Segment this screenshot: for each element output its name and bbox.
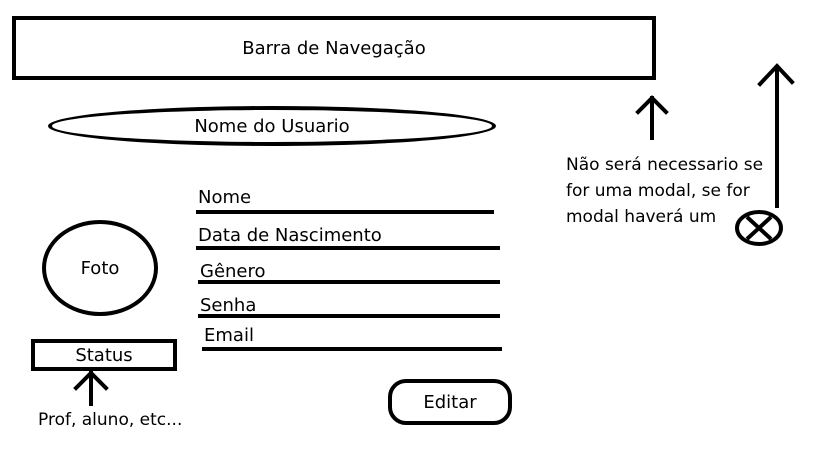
status-hint: Prof, aluno, etc... (38, 410, 183, 430)
field-input-data-nascimento[interactable] (196, 246, 500, 250)
status-badge: Status (31, 339, 177, 371)
navigation-bar-label: Barra de Navegação (242, 37, 426, 59)
field-input-nome[interactable] (196, 210, 494, 214)
close-icon[interactable] (734, 207, 784, 247)
arrow-up-icon (757, 63, 795, 208)
navigation-bar[interactable]: Barra de Navegação (12, 16, 656, 80)
field-label-senha: Senha (200, 295, 257, 316)
field-label-email: Email (204, 325, 254, 346)
edit-button[interactable]: Editar (388, 379, 512, 425)
modal-note-line-2: for uma modal, se for (566, 181, 750, 201)
field-label-genero: Gênero (200, 261, 266, 282)
arrow-up-icon (635, 95, 669, 140)
field-label-nome: Nome (198, 187, 252, 208)
profile-photo[interactable]: Foto (42, 220, 158, 316)
username-banner: Nome do Usuario (48, 106, 496, 146)
edit-button-label: Editar (423, 391, 477, 413)
status-label: Status (75, 344, 133, 366)
modal-note-line-3: modal haverá um (566, 207, 717, 227)
arrow-up-icon (73, 370, 109, 406)
field-label-data-nascimento: Data de Nascimento (198, 225, 382, 246)
photo-label: Foto (80, 257, 120, 279)
modal-note-line-1: Não será necessario se (566, 155, 764, 175)
username-label: Nome do Usuario (194, 115, 350, 137)
field-input-senha[interactable] (198, 314, 500, 318)
field-input-email[interactable] (202, 347, 502, 351)
field-input-genero[interactable] (198, 280, 500, 284)
